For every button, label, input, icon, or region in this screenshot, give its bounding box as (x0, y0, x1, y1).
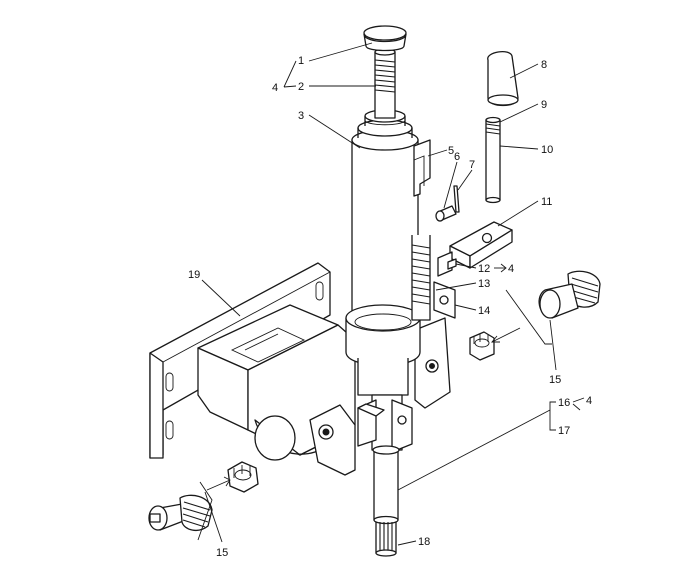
callout-5: 5 (448, 145, 454, 157)
callout-9: 9 (541, 99, 547, 111)
callout-4-mid: 4 (508, 263, 514, 275)
callout-16: 16 (558, 397, 570, 409)
leader-lines (197, 42, 585, 546)
callout-14: 14 (478, 305, 490, 317)
callout-10: 10 (541, 144, 553, 156)
callout-13: 13 (478, 278, 490, 290)
lever-knob (487, 50, 519, 107)
castle-nut-left (227, 461, 259, 493)
side-clamp-plate (414, 317, 451, 409)
callout-12: 12 (478, 263, 490, 275)
callout-15-right: 15 (549, 374, 561, 386)
ball-stud-left (148, 494, 213, 532)
top-shaft-assembly (363, 25, 407, 119)
callout-4-top: 4 (272, 82, 278, 94)
callout-4-bottom: 4 (586, 395, 592, 407)
spring-mechanism (411, 235, 456, 321)
callout-2: 2 (298, 81, 304, 93)
column-tube (345, 109, 431, 396)
callout-1: 1 (298, 55, 304, 67)
clip-12 (447, 258, 457, 270)
callout-18: 18 (418, 536, 430, 548)
castle-nut-right (469, 331, 495, 361)
lever-fork (437, 221, 513, 277)
callout-6: 6 (454, 151, 460, 163)
callout-7: 7 (469, 159, 475, 171)
mounting-bracket (149, 262, 356, 476)
lever-rod (485, 116, 501, 204)
callout-labels: 1 2 4 3 5 6 7 8 9 10 11 12 4 13 14 15 16… (188, 55, 592, 559)
lower-shaft-assembly (357, 394, 413, 557)
pin-and-cotter (435, 185, 460, 222)
callout-17: 17 (558, 425, 570, 437)
callout-8: 8 (541, 59, 547, 71)
callout-19: 19 (188, 269, 200, 281)
callout-3: 3 (298, 110, 304, 122)
ball-stud-right (538, 270, 601, 319)
callout-15-left: 15 (216, 547, 228, 559)
callout-11: 11 (541, 196, 552, 208)
